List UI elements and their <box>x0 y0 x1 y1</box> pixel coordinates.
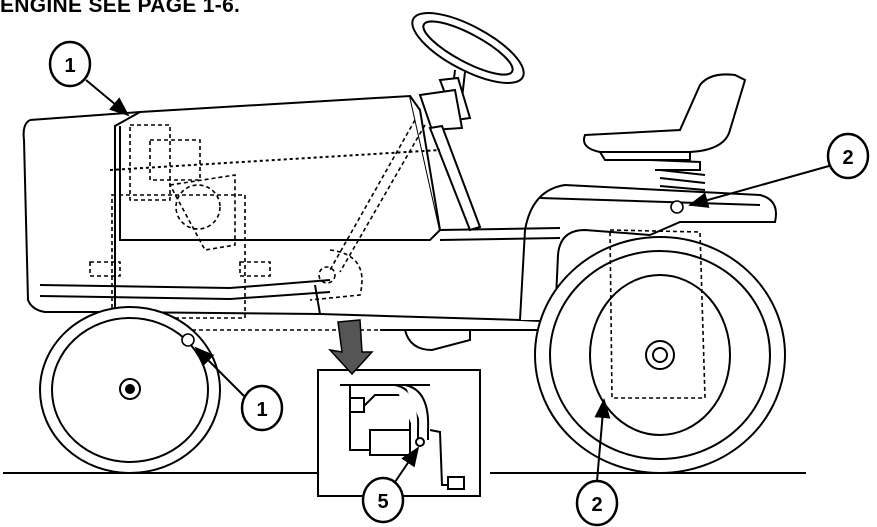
rear-wheel <box>534 229 786 474</box>
callout-label: 2 <box>842 147 853 169</box>
callout-1-top: 1 <box>48 40 130 117</box>
callout-label: 5 <box>377 491 388 513</box>
hood <box>22 94 442 313</box>
front-wheel <box>39 306 221 474</box>
callout-2-bottom: 2 <box>575 398 619 527</box>
callout-label: 1 <box>64 55 75 77</box>
page-heading: ENGINE SEE PAGE 1-6. <box>0 0 241 17</box>
callout-label: 1 <box>256 399 267 421</box>
hood-stripe <box>39 279 331 301</box>
steering-column <box>418 76 482 232</box>
callout-1-bottom: 1 <box>194 346 284 432</box>
front-pivot <box>181 333 195 347</box>
inset-pointer-arrow <box>327 319 374 376</box>
rear-plug <box>670 200 684 214</box>
callout-5: 5 <box>361 446 420 524</box>
rear-fender <box>439 183 777 321</box>
callout-label: 2 <box>591 494 602 516</box>
linkage <box>309 119 426 301</box>
steering-wheel <box>411 12 525 100</box>
seat <box>583 73 747 191</box>
callout-2-right: 2 <box>688 132 870 208</box>
